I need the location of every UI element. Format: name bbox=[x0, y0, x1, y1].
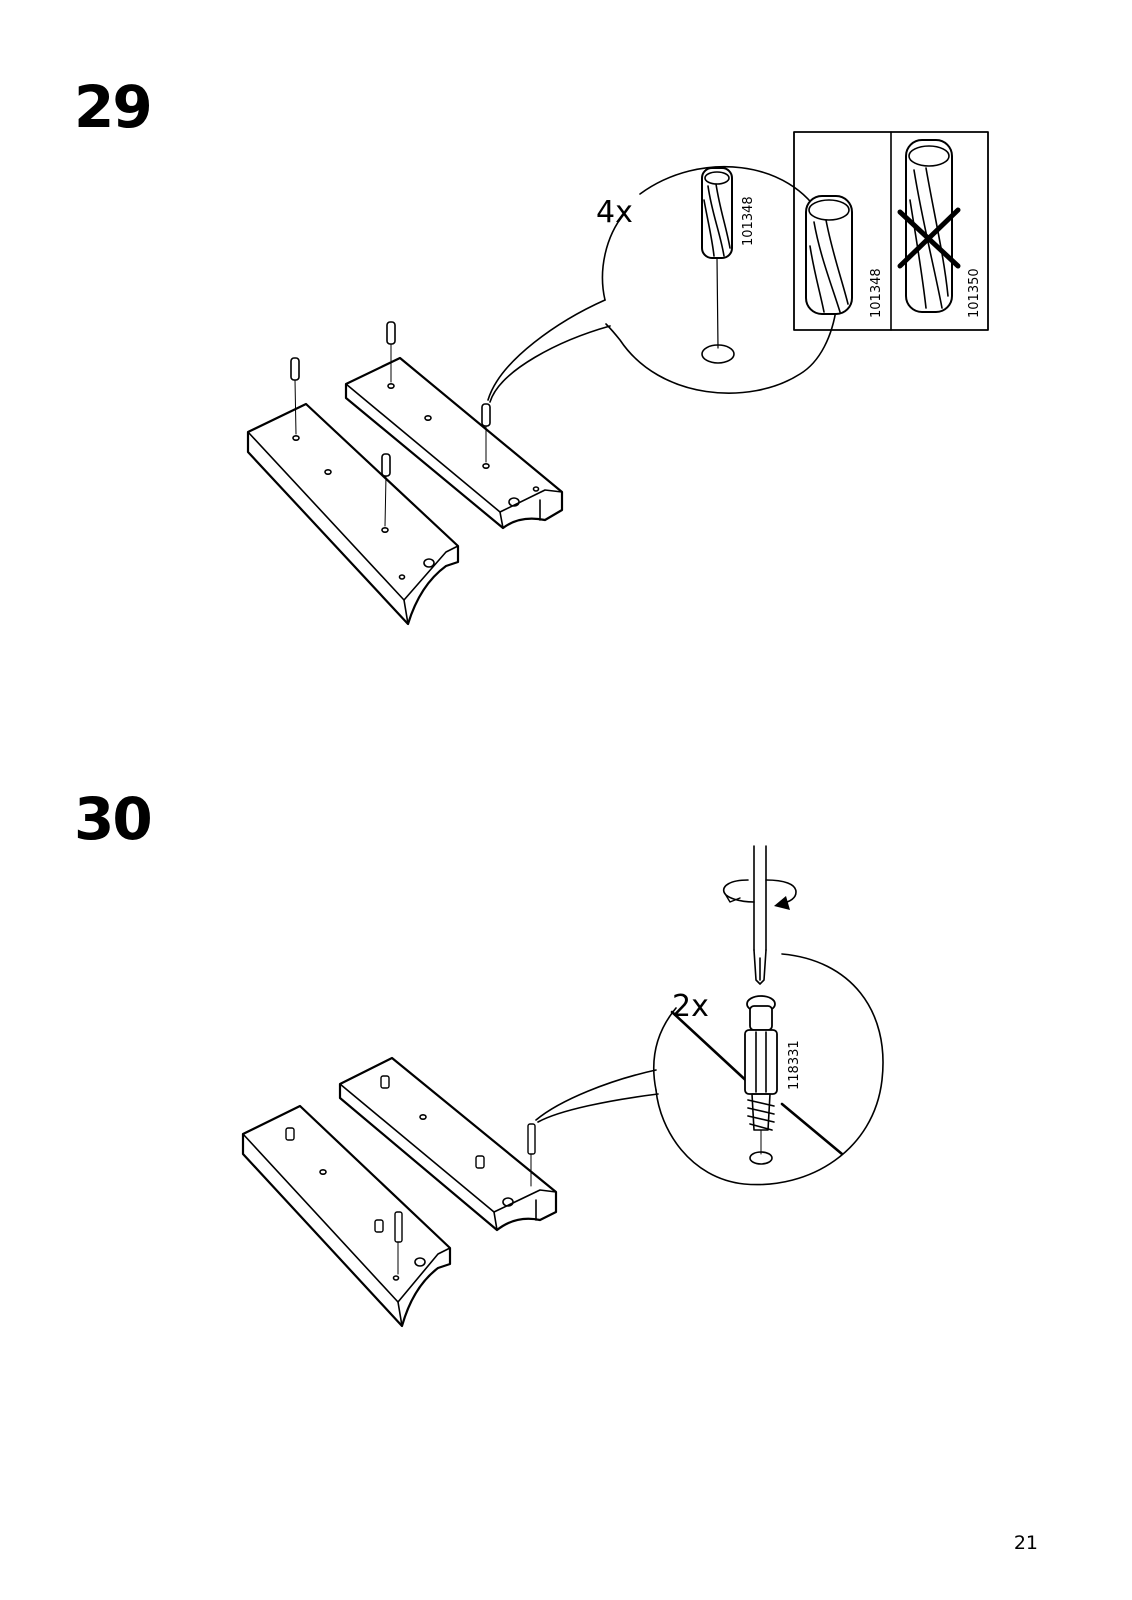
dowel-callout: 4x 101348 bbox=[488, 167, 838, 402]
step-29-part-number: 101348 bbox=[741, 196, 756, 246]
correct-dowel-icon bbox=[806, 196, 852, 314]
rotate-clockwise-icon bbox=[724, 880, 796, 910]
step-29-illustration: 4x 101348 101348 101350 bbox=[248, 132, 988, 624]
step-30-quantity: 2x bbox=[672, 989, 709, 1024]
wrong-part-number: 101350 bbox=[967, 268, 982, 318]
cam-bolt-callout-icon bbox=[745, 996, 777, 1130]
part-comparison-box: 101348 101350 bbox=[794, 132, 988, 330]
screwdriver-icon bbox=[754, 846, 766, 984]
dowel-callout-icon bbox=[702, 168, 732, 258]
step-29-quantity: 4x bbox=[596, 195, 633, 230]
page-number: 21 bbox=[1014, 1532, 1038, 1554]
step-30-illustration: 2x 118331 bbox=[243, 846, 883, 1326]
correct-part-number: 101348 bbox=[869, 268, 884, 318]
step-30-part-number: 118331 bbox=[787, 1040, 802, 1090]
cam-bolt-callout: 2x 118331 bbox=[536, 954, 883, 1185]
